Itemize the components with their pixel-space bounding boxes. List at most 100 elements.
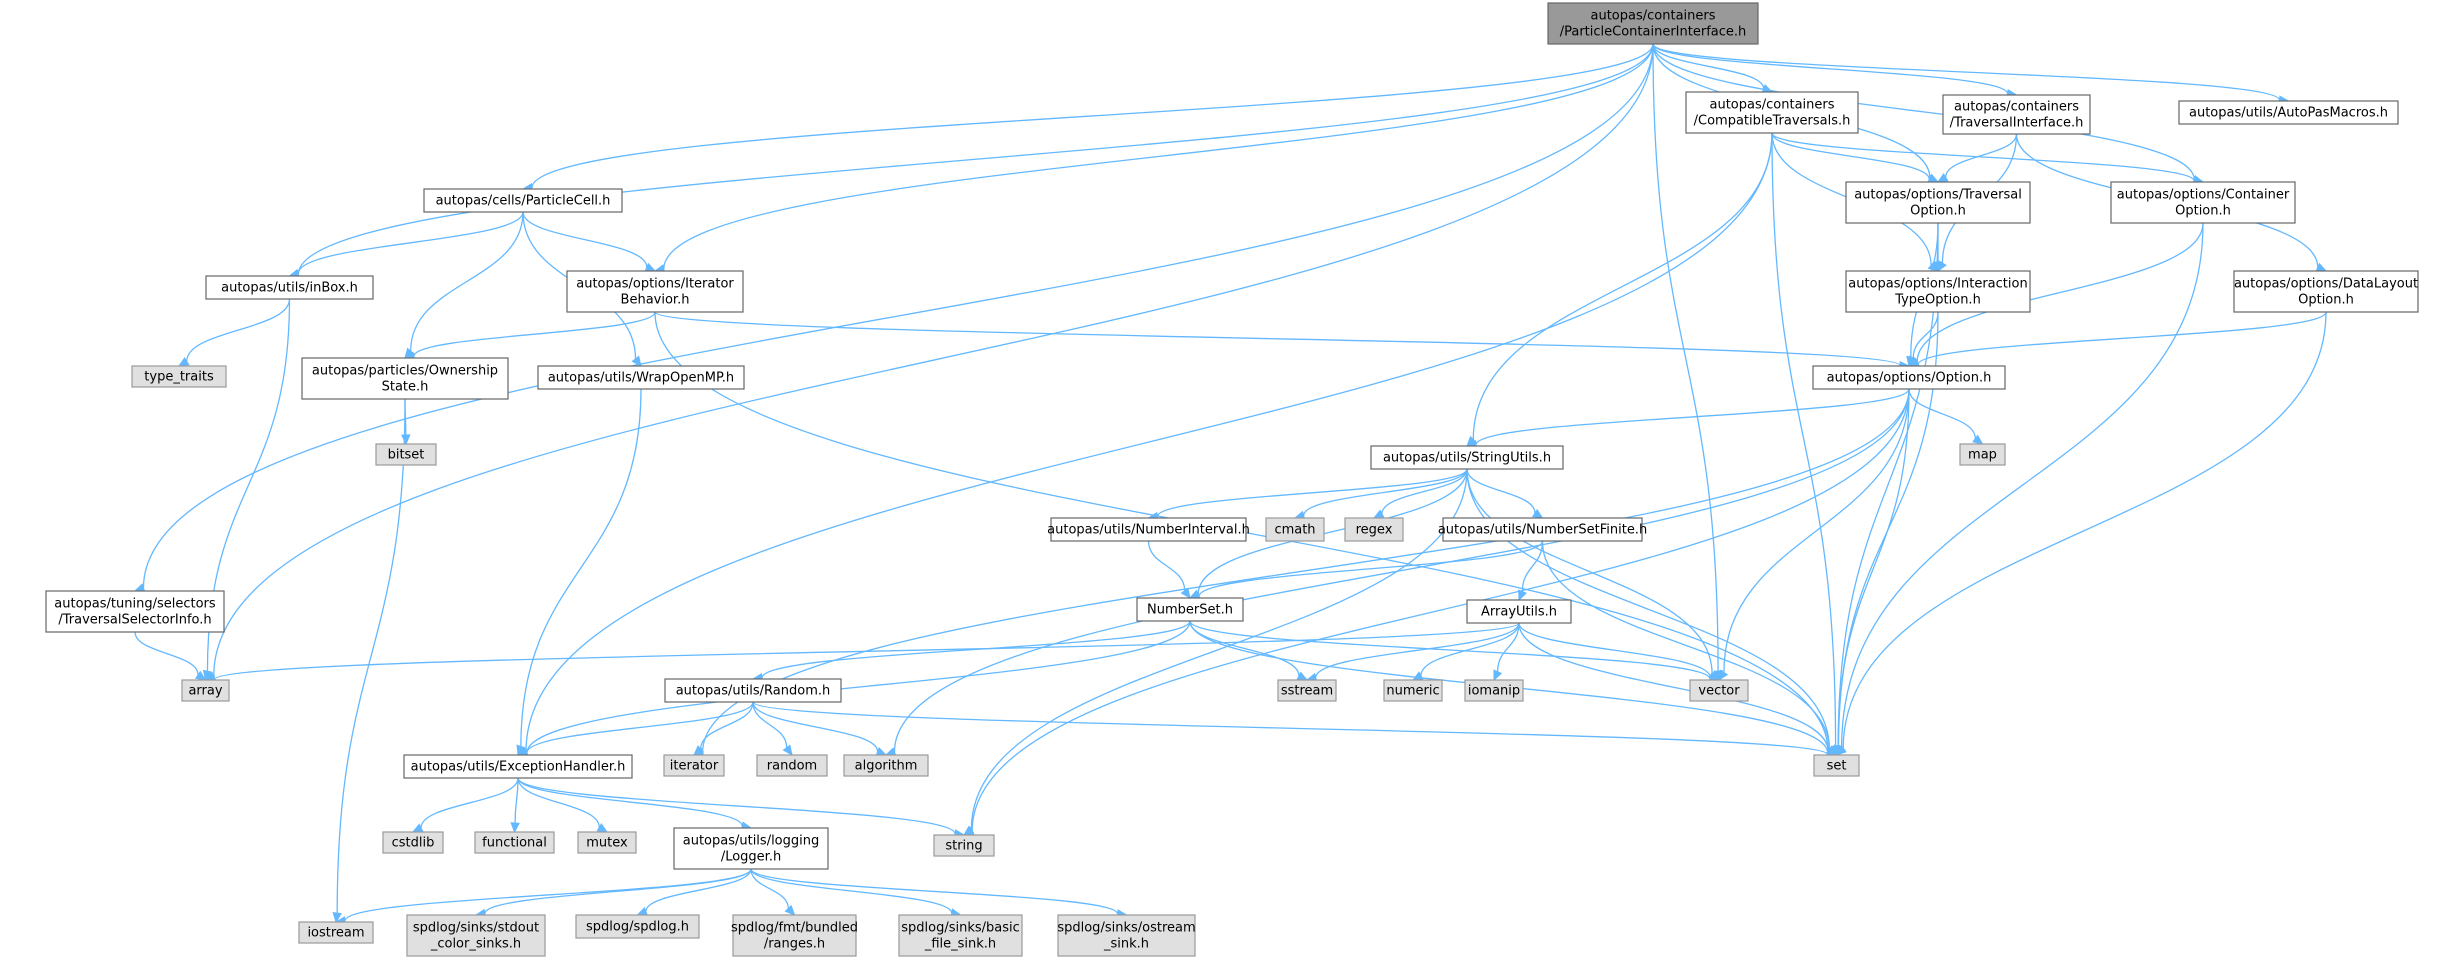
node-label: autopas/containers: [1710, 98, 1835, 113]
edge-line: [1917, 311, 2327, 366]
node-autopas-containers-traversalinterface-h[interactable]: autopas/containers/TraversalInterface.h: [1942, 94, 2091, 135]
node-autopas-containers-compatibletraversals-h[interactable]: autopas/containers/CompatibleTraversals.…: [1685, 91, 1859, 134]
edge-logger-to-spdlog: [636, 868, 752, 916]
node-label: iostream: [307, 926, 364, 941]
node-label: mutex: [586, 836, 628, 851]
node-box: [1383, 679, 1443, 702]
node-label: /ranges.h: [764, 937, 825, 952]
node-label: autopas/utils/Random.h: [676, 684, 831, 699]
node-autopas-utils-stringutils-h[interactable]: autopas/utils/StringUtils.h: [1370, 445, 1564, 470]
edge-arrowhead: [1972, 434, 1984, 445]
node-regex: regex: [1344, 517, 1404, 542]
node-autopas-utils-wrapopenmp-h[interactable]: autopas/utils/WrapOpenMP.h: [537, 365, 745, 390]
edge-line: [752, 701, 879, 752]
edge-line: [134, 631, 199, 676]
node-autopas-utils-exceptionhandler-h[interactable]: autopas/utils/ExceptionHandler.h: [403, 754, 633, 779]
node-label: State.h: [382, 380, 429, 395]
node-bitset: bitset: [375, 443, 437, 466]
edge-line: [1189, 620, 1711, 680]
edge-line: [750, 868, 953, 914]
edge-line: [971, 388, 1910, 832]
node-label: vector: [1698, 684, 1740, 699]
edge-arrowhead: [194, 670, 207, 681]
node-label: autopas/utils/AutoPasMacros.h: [2189, 106, 2388, 121]
node-autopas-cells-particlecell-h[interactable]: autopas/cells/ParticleCell.h: [423, 188, 623, 213]
edge-line: [522, 211, 648, 268]
node-autopas-utils-numberinterval-h[interactable]: autopas/utils/NumberInterval.h: [1047, 517, 1250, 542]
node-box: [843, 754, 929, 777]
node-box: [301, 357, 509, 400]
edge-line: [517, 777, 600, 828]
node-label: _file_sink.h: [924, 937, 996, 952]
edge-line: [1381, 468, 1468, 514]
node-autopas-utils-inbox-h[interactable]: autopas/utils/inBox.h: [205, 275, 374, 300]
edge-line: [1840, 222, 2204, 748]
edge-line: [1315, 622, 1520, 678]
node-iomanip: iomanip: [1464, 679, 1524, 702]
node-label: autopas/particles/Ownership: [312, 364, 498, 379]
edge-line: [517, 777, 956, 835]
node-label: spdlog/spdlog.h: [586, 920, 689, 935]
edge-line: [1466, 468, 1713, 675]
node-box: [566, 270, 744, 313]
edge-line: [645, 868, 752, 912]
node-box: [1813, 754, 1860, 777]
edge-option-to-strutils: [1465, 388, 1910, 450]
node-label: Option.h: [2175, 204, 2231, 219]
edge-line: [1945, 133, 2018, 178]
edge-arrowhead: [1493, 669, 1503, 682]
node-box: [1442, 517, 1643, 542]
node-autopas-utils-random-h[interactable]: autopas/utils/Random.h: [664, 678, 842, 703]
node-autopas-options-option-h[interactable]: autopas/options/Option.h: [1812, 365, 2006, 390]
node-label: map: [1968, 448, 1997, 463]
node-numberset-h[interactable]: NumberSet.h: [1136, 597, 1244, 622]
edge-arrowhead: [1531, 508, 1544, 519]
edge-line: [1842, 311, 2327, 749]
edge-arrowhead: [782, 744, 793, 756]
edge-line: [520, 388, 642, 747]
node-box: [1050, 517, 1247, 542]
node-numeric: numeric: [1383, 679, 1443, 702]
edge-compat-to-strutils: [1466, 132, 1773, 447]
edge-root-to-vector: [1652, 43, 1723, 682]
node-arrayutils-h[interactable]: ArrayUtils.h: [1466, 599, 1572, 624]
node-box: [732, 914, 857, 957]
node-vector: vector: [1689, 679, 1749, 702]
edge-line: [1652, 43, 2195, 180]
node-box: [2178, 100, 2399, 125]
edge-arrowhead: [596, 822, 609, 833]
edge-arrutils-to-iomanip: [1493, 622, 1520, 682]
node-label: Option.h: [2298, 293, 2354, 308]
node-spdlog-sinks-basic-file-sink-h: spdlog/sinks/basic_file_sink.h: [898, 914, 1023, 957]
edge-line: [752, 701, 788, 748]
edge-logger-to-ranges: [750, 868, 796, 916]
node-autopas-utils-numbersetfinite-h[interactable]: autopas/utils/NumberSetFinite.h: [1438, 517, 1647, 542]
node-autopas-utils-autopasmacros-h[interactable]: autopas/utils/AutoPasMacros.h: [2178, 100, 2399, 125]
edge-line: [700, 701, 754, 750]
edge-pcell-to-owner: [404, 211, 524, 359]
edge-selinfo-to-array: [134, 631, 207, 681]
edge-numint-to-numset: [1147, 540, 1191, 599]
edge-exch-to-functional: [510, 777, 520, 834]
node-label: /ParticleContainerInterface.h: [1560, 25, 1747, 40]
edge-strutils-to-numint: [1147, 468, 1468, 522]
node-box: [1689, 679, 1749, 702]
edge-root-to-pcell: [521, 43, 1654, 193]
node-box: [131, 365, 227, 388]
edge-wrapomp-to-exch: [516, 388, 642, 757]
node-type-traits: type_traits: [131, 365, 227, 388]
edge-logger-to-stdout: [474, 868, 752, 919]
node-autopas-utils-logging-logger-h[interactable]: autopas/utils/logging/Logger.h: [673, 827, 829, 870]
edge-line: [1197, 468, 1468, 595]
node-autopas-tuning-selectors-traversalselectorinfo-h[interactable]: autopas/tuning/selectors/TraversalSelect…: [45, 590, 225, 633]
edge-compat-to-contopt: [1771, 132, 2205, 186]
node-box: [756, 754, 828, 777]
node-label: autopas/options/Option.h: [1827, 371, 1992, 386]
edge-arrowhead: [1833, 744, 1844, 757]
